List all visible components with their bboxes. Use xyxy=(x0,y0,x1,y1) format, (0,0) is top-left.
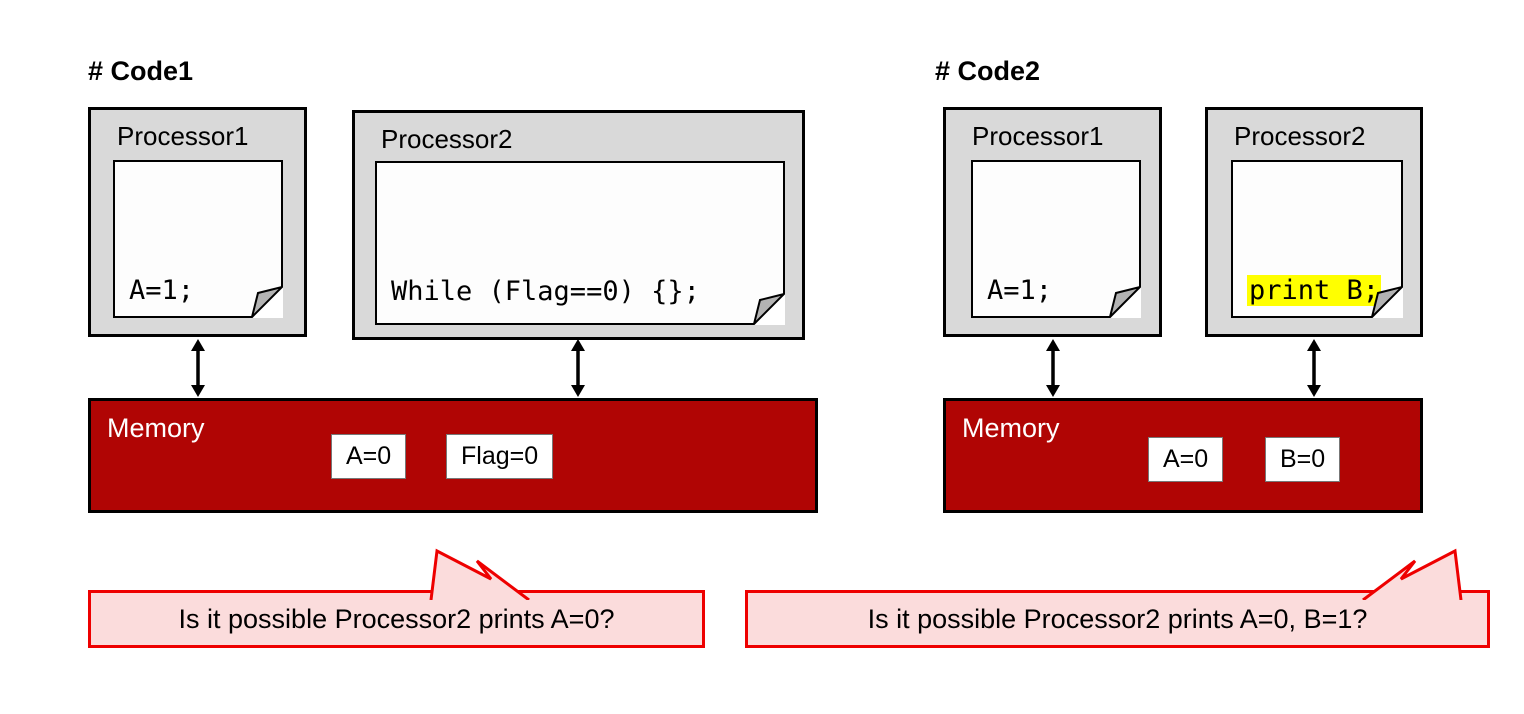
code2-memory-bar: Memory A=0 B=0 xyxy=(943,398,1423,513)
memory-cell-flag: Flag=0 xyxy=(446,434,554,479)
folded-corner-icon xyxy=(1109,286,1141,318)
code2-processor2-note: print B; print A; xyxy=(1231,160,1403,441)
code2-processor1-label: Processor1 xyxy=(972,121,1104,151)
code1-processor1-box: Processor1 A=1; Flag=1; xyxy=(88,107,307,441)
code2-processor1-note: A=1; B=1; xyxy=(971,160,1141,441)
code1-processor1-label: Processor1 xyxy=(117,121,249,151)
memory-label: Memory xyxy=(962,413,1060,443)
code1-processor2-box: Processor2 While (Flag==0) {}; print A; xyxy=(352,110,805,442)
bubble-tail-icon xyxy=(429,548,530,600)
code-line: While (Flag==0) {}; xyxy=(391,276,700,307)
code2-processor2-label: Processor2 xyxy=(1234,121,1366,151)
code1-processor1-note: A=1; Flag=1; xyxy=(113,160,283,441)
code1-processor2-label: Processor2 xyxy=(381,124,513,154)
code-line: A=1; xyxy=(129,275,195,306)
code1-question-bubble: Is it possible Processor2 prints A=0? xyxy=(88,590,705,648)
memory-cell-a: A=0 xyxy=(1148,437,1224,482)
code1-title: # Code1 xyxy=(88,56,194,86)
code2-processor1-box: Processor1 A=1; B=1; xyxy=(943,107,1162,441)
bidirectional-arrow-icon xyxy=(571,339,585,397)
memory-label: Memory xyxy=(107,413,205,443)
bidirectional-arrow-icon xyxy=(191,339,205,397)
code-line: A=1; xyxy=(987,275,1053,306)
memory-cell-b: B=0 xyxy=(1265,437,1341,482)
folded-corner-icon xyxy=(251,286,283,318)
code2-title: # Code2 xyxy=(935,56,1041,86)
code1-memory-bar: Memory A=0 Flag=0 xyxy=(88,398,818,513)
bidirectional-arrow-icon xyxy=(1307,339,1321,397)
memory-cell-a: A=0 xyxy=(331,434,407,479)
folded-corner-icon xyxy=(753,293,785,325)
question-text: Is it possible Processor2 prints A=0? xyxy=(178,603,615,634)
question-text: Is it possible Processor2 prints A=0, B=… xyxy=(867,603,1368,634)
code-line: print B; xyxy=(1247,268,1389,313)
folded-corner-icon xyxy=(1371,286,1403,318)
code1-processor2-note: While (Flag==0) {}; print A; xyxy=(375,161,785,442)
highlighted-code: print B; xyxy=(1247,275,1382,306)
bidirectional-arrow-icon xyxy=(1046,339,1060,397)
bubble-tail-icon xyxy=(1362,548,1463,600)
code2-processor2-box: Processor2 print B; print A; xyxy=(1205,107,1423,441)
